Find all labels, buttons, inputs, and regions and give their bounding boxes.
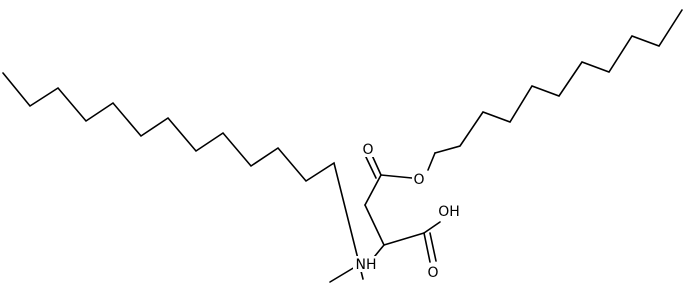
atom-labels: O O OH O NH bbox=[353, 141, 461, 281]
label-bg-ester-oxygen bbox=[412, 171, 426, 187]
atom-label-ester-oxygen: O bbox=[413, 172, 424, 188]
atom-label-hydroxyl: OH bbox=[438, 204, 460, 220]
bond-acid-co-double-1 bbox=[423, 232, 431, 263]
bond-ch-ch2 bbox=[364, 204, 385, 246]
dodecyl-chain-bonds bbox=[2, 72, 364, 280]
label-bg-hydroxyl bbox=[437, 203, 461, 219]
label-bg-amine bbox=[353, 256, 378, 272]
core-bonds bbox=[329, 152, 441, 283]
atom-label-carbonyl-oxygen-acid: O bbox=[427, 265, 438, 281]
nonyl-chain bbox=[434, 9, 683, 154]
bond-nh-chain bbox=[329, 266, 356, 283]
label-bg-carbonyl-acid bbox=[426, 264, 440, 280]
nonyl-chain-bonds bbox=[434, 9, 683, 154]
bond-ch2-ester-carbon bbox=[364, 174, 382, 206]
bond-acid-carbon-oh bbox=[423, 221, 441, 234]
bond-acid-co-double-2 bbox=[429, 232, 437, 262]
bond-ester-co-double-2 bbox=[364, 154, 377, 179]
atom-label-carbonyl-oxygen-ester: O bbox=[362, 142, 373, 158]
atom-label-amine: NH bbox=[356, 257, 377, 273]
bond-ester-carbon-o bbox=[380, 174, 413, 179]
dodecyl-chain bbox=[2, 72, 364, 280]
bond-ch-acid-carbon bbox=[383, 232, 425, 246]
bond-o-nonyl bbox=[427, 152, 436, 171]
label-bg-carbonyl-ester bbox=[361, 141, 375, 157]
